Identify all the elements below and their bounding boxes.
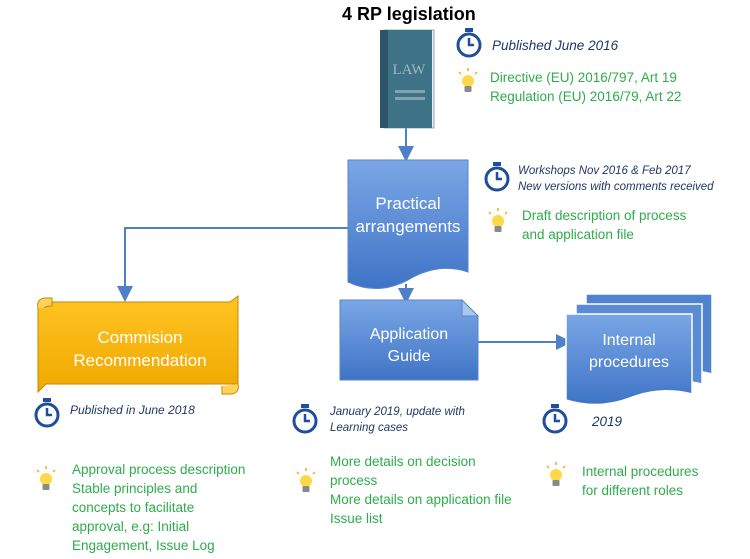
practical-arrangements-label: Practical arrangements — [348, 192, 468, 238]
application-guide-box — [339, 299, 479, 381]
law-notes: Directive (EU) 2016/797, Art 19 Regulati… — [490, 68, 681, 106]
guide-note-line-1: More details on decision — [330, 454, 476, 469]
guide-note-line-3: More details on application file — [330, 492, 512, 507]
guide-label-line-1: Application — [369, 326, 449, 343]
clock-icon — [292, 404, 318, 434]
commission-note-line-5: Engagement, Issue Log — [72, 538, 215, 553]
practical-label-line-2: arrangements — [355, 217, 461, 236]
law-note-directive: Directive (EU) 2016/797, Art 19 — [490, 70, 677, 85]
internal-procedures-stack — [565, 293, 713, 406]
internal-label-line-2: procedures — [588, 354, 670, 371]
practical-label-line-1: Practical — [375, 194, 441, 213]
guide-label-line-2: Guide — [387, 348, 431, 365]
application-guide-label: Application Guide — [340, 324, 478, 368]
internal-notes: Internal procedures for different roles — [582, 462, 698, 500]
commission-published-date: Published in June 2018 — [70, 403, 195, 417]
guide-time-notes: January 2019, update with Learning cases — [330, 404, 465, 436]
commission-note-line-4: approval, e.g: Initial — [72, 519, 190, 534]
guide-note-line-2: process — [330, 473, 378, 488]
lightbulb-icon — [546, 462, 566, 486]
law-note-regulation: Regulation (EU) 2016/79, Art 22 — [490, 89, 682, 104]
law-book-icon: LAW — [380, 29, 435, 129]
internal-procedures-label: Internal procedures — [566, 330, 692, 374]
clock-icon — [484, 162, 510, 192]
clock-icon — [542, 404, 568, 434]
clock-icon — [34, 398, 60, 428]
lightbulb-icon — [36, 466, 56, 490]
practical-time-notes: Workshops Nov 2016 & Feb 2017 New versio… — [518, 163, 714, 195]
lightbulb-icon — [296, 468, 316, 492]
guide-time-line-2: Learning cases — [330, 422, 408, 434]
commission-note-line-2: Stable principles and — [72, 481, 198, 496]
practical-time-line-2: New versions with comments received — [518, 181, 714, 193]
commission-note-line-1: Approval process description — [72, 462, 246, 477]
connector-practical-to-commission — [117, 227, 348, 302]
guide-time-line-1: January 2019, update with — [330, 406, 465, 418]
clock-icon — [456, 28, 482, 58]
connectors — [117, 128, 572, 350]
internal-note-line-1: Internal procedures — [582, 464, 699, 479]
internal-note-line-2: for different roles — [582, 483, 684, 498]
lightbulb-icon — [488, 208, 508, 232]
commission-note-line-3: concepts to facilitate — [72, 500, 195, 515]
diagram-title: 4 RP legislation — [342, 4, 476, 24]
commission-recommendation-scroll — [37, 295, 239, 395]
internal-year: 2019 — [592, 414, 623, 429]
guide-note-line-4: Issue list — [330, 511, 383, 526]
practical-notes: Draft description of process and applica… — [522, 206, 686, 244]
lightbulb-icon — [458, 68, 478, 92]
practical-arrangements-box — [347, 159, 469, 290]
practical-note-line-1: Draft description of process — [522, 208, 687, 223]
law-book-label: LAW — [393, 62, 427, 78]
practical-time-line-1: Workshops Nov 2016 & Feb 2017 — [518, 165, 691, 177]
internal-label-line-1: Internal — [602, 332, 656, 349]
commission-label-line-1: Commision — [97, 328, 183, 347]
commission-recommendation-label: Commision Recommendation — [42, 326, 238, 372]
commission-notes: Approval process description Stable prin… — [72, 460, 245, 555]
law-published-date: Published June 2016 — [492, 38, 619, 53]
commission-label-line-2: Recommendation — [73, 351, 207, 370]
practical-note-line-2: and application file — [522, 227, 634, 242]
guide-notes: More details on decision process More de… — [330, 452, 512, 528]
